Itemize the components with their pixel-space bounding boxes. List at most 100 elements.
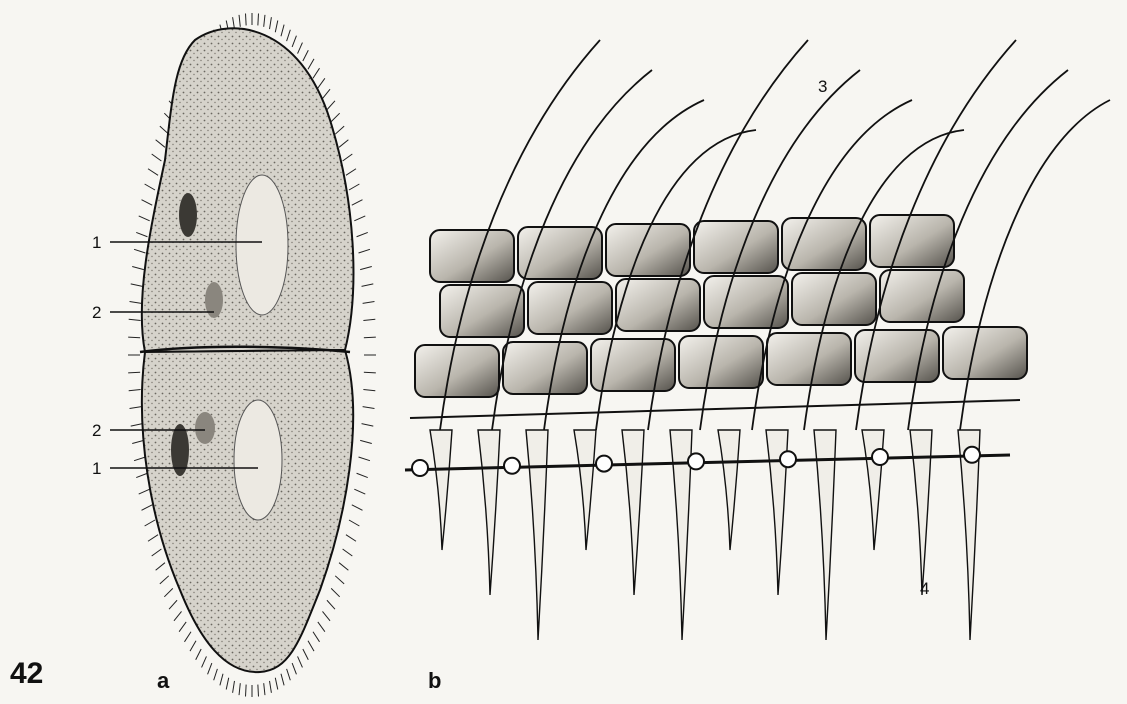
cilium-short <box>363 407 375 409</box>
panel-label-b: b <box>428 668 441 693</box>
cilium-short <box>174 611 182 620</box>
cilium-short <box>148 535 158 542</box>
trichocyst <box>478 430 500 595</box>
cilium-long <box>960 100 1110 430</box>
cilium-short <box>363 389 375 390</box>
cilium-short <box>292 663 296 674</box>
trichocyst <box>814 430 836 640</box>
cilium-short <box>160 576 169 584</box>
cilium-short <box>346 169 356 176</box>
cilium-short <box>343 154 353 161</box>
cilium-short <box>233 681 235 693</box>
basal-body <box>780 451 796 467</box>
cilium-short <box>339 140 348 148</box>
panel-a-ciliate <box>128 13 376 697</box>
cilium-short <box>156 140 165 148</box>
cilium-short <box>318 78 325 88</box>
cilium-short <box>239 15 240 27</box>
cilium-short <box>246 13 247 25</box>
cilium-short <box>281 25 284 37</box>
cilium-short <box>132 266 144 269</box>
pellicle-plate <box>704 276 788 328</box>
cilium-short <box>208 663 212 674</box>
cilium-short <box>142 200 153 205</box>
cilium-short <box>339 563 348 571</box>
cilium-short <box>214 669 218 680</box>
callout-a-1-bottom: 1 <box>92 459 101 478</box>
pellicle-plate <box>415 345 499 397</box>
cilium-short <box>322 89 330 98</box>
callout-b-3: 3 <box>818 77 827 96</box>
cilium-short <box>275 20 277 32</box>
trichocyst <box>526 430 548 640</box>
cilium-short <box>322 611 330 620</box>
cilium-short <box>270 17 272 29</box>
trichocyst <box>574 430 596 550</box>
cilium-short <box>346 535 356 542</box>
cilium-short <box>352 200 363 205</box>
cilium-short <box>360 440 372 443</box>
cilium-short <box>134 457 145 461</box>
pellicle-plate <box>870 215 954 267</box>
cilium-short <box>136 473 147 477</box>
cilium-short <box>130 301 142 303</box>
cilium-short <box>220 674 223 686</box>
cilium-short <box>335 126 344 134</box>
cilium-short <box>128 337 140 338</box>
cilium-short <box>156 563 165 571</box>
cilium-short <box>360 266 372 269</box>
pellicle-plates <box>415 215 1027 397</box>
cilium-short <box>258 13 259 25</box>
cilium-short <box>131 424 143 426</box>
callout-a-1-top: 1 <box>92 233 101 252</box>
pellicle-plate <box>528 282 612 334</box>
pellicle-plate <box>503 342 587 394</box>
cilium-short <box>169 600 177 609</box>
basal-fiber-line-upper <box>410 400 1020 418</box>
food-vacuole-dark <box>179 193 197 237</box>
pellicle-plate <box>767 333 851 385</box>
cilium-short <box>359 457 370 461</box>
cilium-short <box>303 649 308 660</box>
trichocyst <box>718 430 740 550</box>
cilium-short <box>331 113 339 121</box>
cilium-short <box>129 319 141 320</box>
cilium-short <box>131 284 143 286</box>
callout-a-2-bottom: 2 <box>92 421 101 440</box>
basal-body <box>964 447 980 463</box>
basal-body <box>596 456 612 472</box>
cilium-short <box>349 520 359 526</box>
cilium-short <box>363 319 375 320</box>
cilium-short <box>318 622 325 632</box>
cilium-short <box>287 30 291 41</box>
cilium-short <box>275 678 277 690</box>
cilium-short <box>132 440 144 443</box>
cilium-short <box>226 678 228 690</box>
cilium-short <box>335 576 344 584</box>
cilium-short <box>313 632 320 642</box>
cilium-short <box>264 15 265 27</box>
pellicle-plate <box>782 218 866 270</box>
cilium-short <box>359 249 370 253</box>
pellicle-plate <box>880 270 964 322</box>
cilium-short <box>354 489 365 494</box>
cilium-short <box>148 169 158 176</box>
pellicle-plate <box>616 279 700 331</box>
cilium-short <box>258 685 259 697</box>
cilium-short <box>362 424 374 426</box>
cilium-short <box>364 372 376 373</box>
trichocyst <box>862 430 884 550</box>
cilium-short <box>196 649 201 660</box>
figure-number: 42 <box>10 657 43 690</box>
macronucleus-lower <box>234 400 282 520</box>
cilium-short <box>357 232 368 236</box>
cilium-short <box>202 656 207 667</box>
pellicle-plate <box>518 227 602 279</box>
pellicle-plate <box>792 273 876 325</box>
cilium-short <box>363 301 375 303</box>
cilium-short <box>281 674 284 686</box>
cilium-short <box>130 407 142 409</box>
cilium-short <box>349 184 359 190</box>
cilium-short <box>331 588 339 596</box>
pellicle-plate <box>430 230 514 282</box>
